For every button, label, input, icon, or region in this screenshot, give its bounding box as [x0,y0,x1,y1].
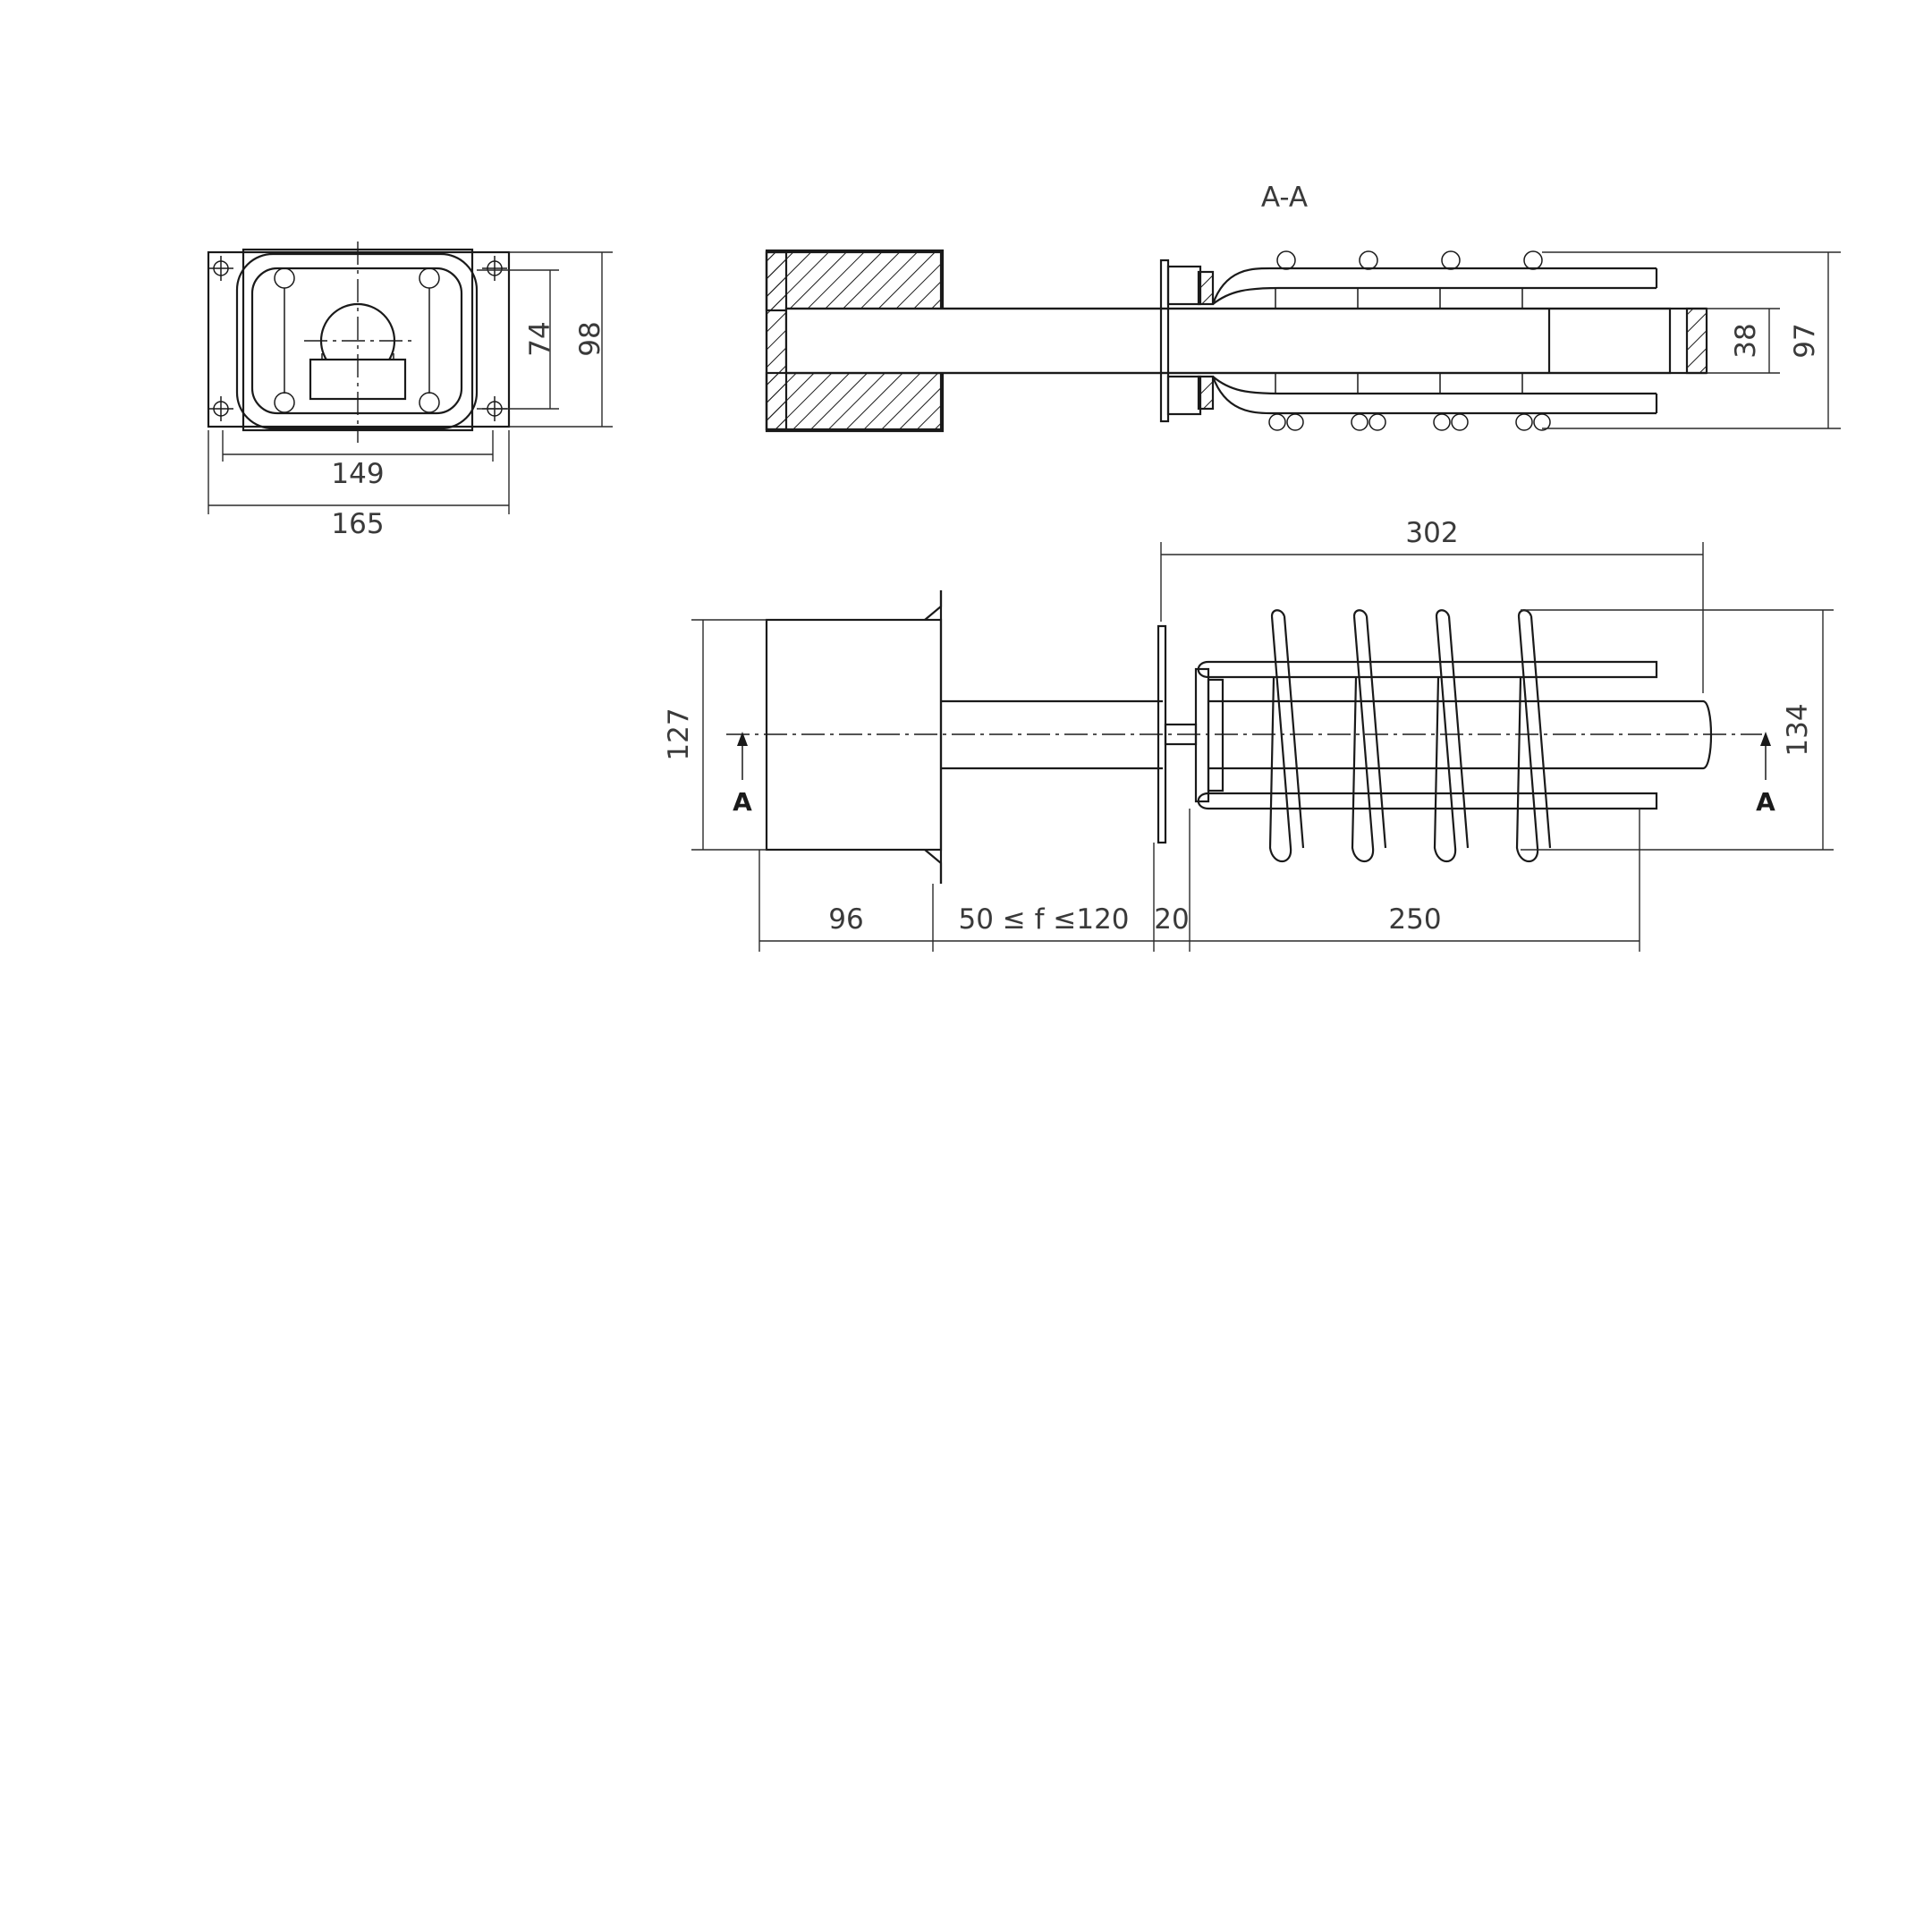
dim-side-box-length: 96 [828,903,863,936]
section-title: A-A [1261,182,1308,214]
dim-front-outer-width: 165 [331,508,384,540]
dim-front-outer-height: 98 [574,321,606,356]
dim-side-adjustable-length: 50 ≤ f ≤120 [958,903,1129,936]
dim-side-flange-length: 20 [1154,903,1189,936]
heating-coils [1268,609,1552,863]
section-marker-right: A [1756,787,1775,817]
dim-front-inner-width: 149 [331,458,384,490]
dim-section-height: 97 [1789,323,1821,358]
dim-side-coil-height: 134 [1782,703,1814,756]
dim-front-inner-height: 74 [524,321,556,356]
section-marker-left: A [733,787,752,817]
side-view: A A 302 127 134 96 50 ≤ f ≤120 20 250 [663,517,1834,952]
dim-section-tube-diameter: 38 [1730,323,1762,358]
dim-side-total-heater-length: 302 [1405,517,1458,549]
front-view: 74 98 149 165 [207,242,613,540]
dim-side-box-height: 127 [663,708,695,760]
section-view: A-A [765,182,1841,433]
dim-side-heater-length: 250 [1388,903,1441,936]
